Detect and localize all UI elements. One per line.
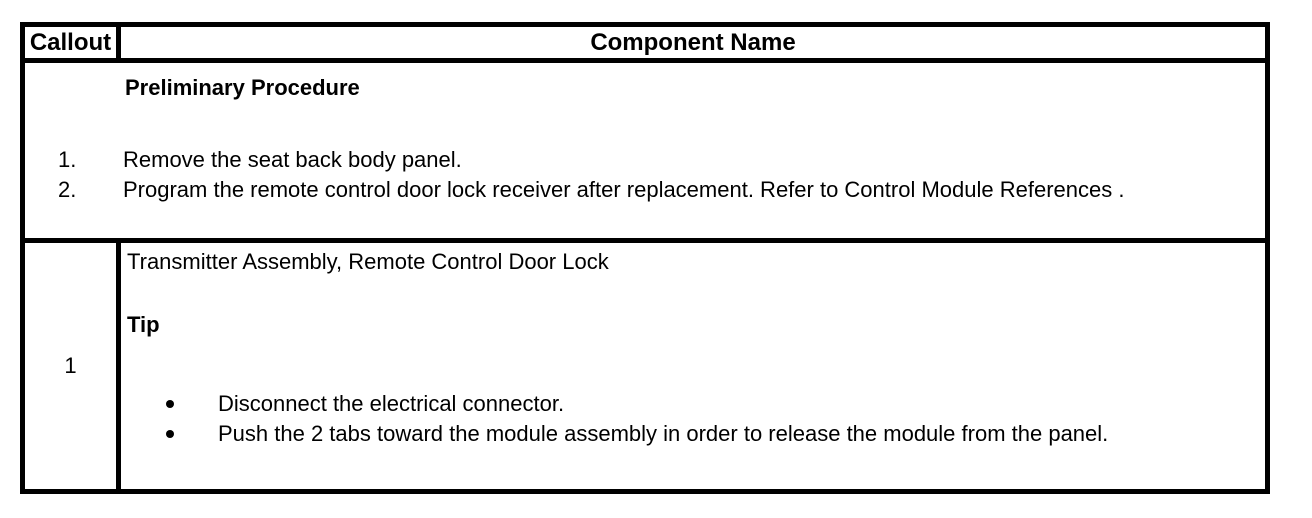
list-item: 1. Remove the seat back body panel. <box>25 145 1255 175</box>
step-number: 2. <box>58 177 77 202</box>
list-item: Push the 2 tabs toward the module assemb… <box>127 419 1255 449</box>
bullet-icon <box>166 400 174 408</box>
component-table: Callout Component Name Preliminary Proce… <box>20 22 1270 494</box>
tip-label: Tip <box>127 312 160 337</box>
header-cell-component-name: Component Name <box>121 27 1265 58</box>
list-item: 2. Program the remote control door lock … <box>25 175 1255 205</box>
preliminary-steps-list: 1. Remove the seat back body panel. 2. P… <box>25 145 1255 205</box>
step-text: Remove the seat back body panel. <box>123 147 462 172</box>
bullet-marker <box>127 389 218 419</box>
preliminary-procedure-cell: Preliminary Procedure 1. Remove the seat… <box>25 63 1265 205</box>
callout-1-row: 1 Transmitter Assembly, Remote Control D… <box>25 243 1265 489</box>
bullet-icon <box>166 430 174 438</box>
tip-text: Disconnect the electrical connector. <box>218 391 565 416</box>
header-callout-label: Callout <box>29 28 112 56</box>
tip-text: Push the 2 tabs toward the module assemb… <box>218 421 1109 446</box>
tip-bullet-list: Disconnect the electrical connector. Pus… <box>127 389 1255 449</box>
bullet-marker <box>127 419 218 449</box>
header-cell-callout: Callout <box>25 27 121 58</box>
table-header-row: Callout Component Name <box>25 27 1265 63</box>
callout-number: 1 <box>64 353 77 378</box>
component-title: Transmitter Assembly, Remote Control Doo… <box>127 249 609 274</box>
preliminary-procedure-heading: Preliminary Procedure <box>125 75 360 100</box>
step-text: Program the remote control door lock rec… <box>123 177 1125 202</box>
preliminary-procedure-row: Preliminary Procedure 1. Remove the seat… <box>25 63 1265 243</box>
component-description-cell: Transmitter Assembly, Remote Control Doo… <box>121 243 1265 489</box>
callout-number-cell: 1 <box>25 243 121 489</box>
list-item: Disconnect the electrical connector. <box>127 389 1255 419</box>
header-component-name-label: Component Name <box>590 28 796 56</box>
step-number: 1. <box>58 147 77 172</box>
